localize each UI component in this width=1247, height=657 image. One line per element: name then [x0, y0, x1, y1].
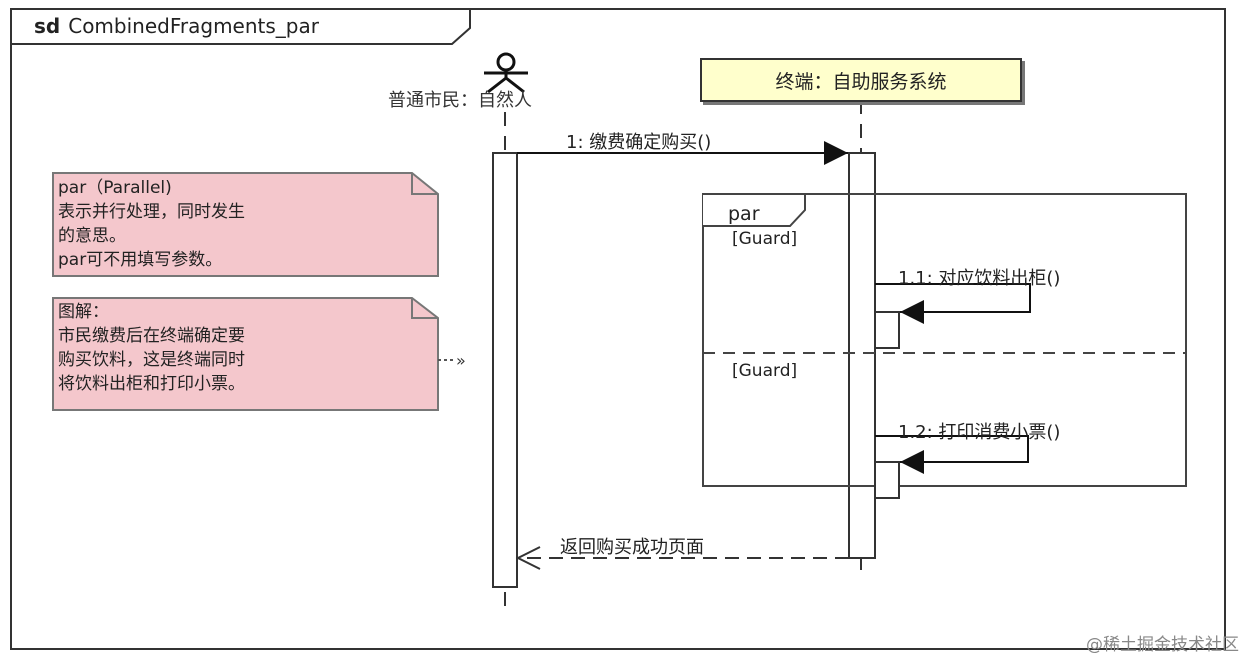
message-1-2-label: 1.2: 打印消费小票(): [898, 422, 1061, 443]
sd-frame: [10, 8, 1226, 650]
par-fragment: [702, 193, 1187, 487]
actor-label: 普通市民：自然人: [388, 90, 532, 111]
note-2-line: 市民缴费后在终端确定要: [58, 326, 245, 346]
note-2-shape: [52, 297, 439, 411]
message-1-2-arrow: [875, 435, 1029, 474]
message-1-1-label: 1.1: 对应饮料出柜(): [898, 268, 1061, 289]
note-1-line: par（Parallel): [58, 178, 172, 198]
par-operator-label: par: [728, 203, 760, 225]
frame-title: sd CombinedFragments_par: [34, 16, 319, 36]
system-activation: [848, 152, 876, 559]
note-2-anchor-chevron: »: [456, 351, 466, 370]
nested-activation-2: [874, 461, 900, 499]
note-1-line: 表示并行处理，同时发生: [58, 202, 245, 222]
actor-activation: [492, 152, 518, 588]
watermark: @稀土掘金技术社区: [1086, 635, 1239, 655]
return-message-arrowhead: [515, 546, 541, 570]
frame-name: CombinedFragments_par: [68, 14, 319, 38]
note-1-text: par（Parallel) 表示并行处理，同时发生 的意思。 par可不用填写参…: [58, 176, 245, 272]
guard-1-label: [Guard]: [732, 229, 798, 249]
frame-keyword: sd: [34, 14, 61, 38]
return-message-label: 返回购买成功页面: [560, 537, 704, 558]
nested-activation-1: [874, 311, 900, 349]
sd-frame-tab: [10, 8, 471, 45]
actor-stick-figure: [484, 52, 528, 94]
note-1-line: 的意思。: [58, 226, 126, 246]
guard-2-label: [Guard]: [732, 361, 798, 381]
note-1-corner: [411, 173, 438, 195]
note-2-line: 将饮料出柜和打印小票。: [58, 374, 245, 394]
note-2-text: 图解： 市民缴费后在终端确定要 购买饮料，这是终端同时 将饮料出柜和打印小票。: [58, 300, 245, 396]
message-1-1-arrow: [875, 283, 1031, 324]
system-lifeline-head: 终端：自助服务系统: [700, 58, 1022, 102]
par-fragment-tab: [703, 193, 806, 227]
note-2-corner: [411, 298, 438, 319]
message-1-label: 1: 缴费确定购买(): [566, 132, 712, 153]
note-1-shape: [52, 172, 439, 277]
note-1-line: par可不用填写参数。: [58, 250, 223, 270]
note-2-line: 购买饮料，这是终端同时: [58, 350, 245, 370]
note-2-line: 图解：: [58, 302, 109, 322]
system-lifeline-label: 终端：自助服务系统: [775, 70, 947, 93]
